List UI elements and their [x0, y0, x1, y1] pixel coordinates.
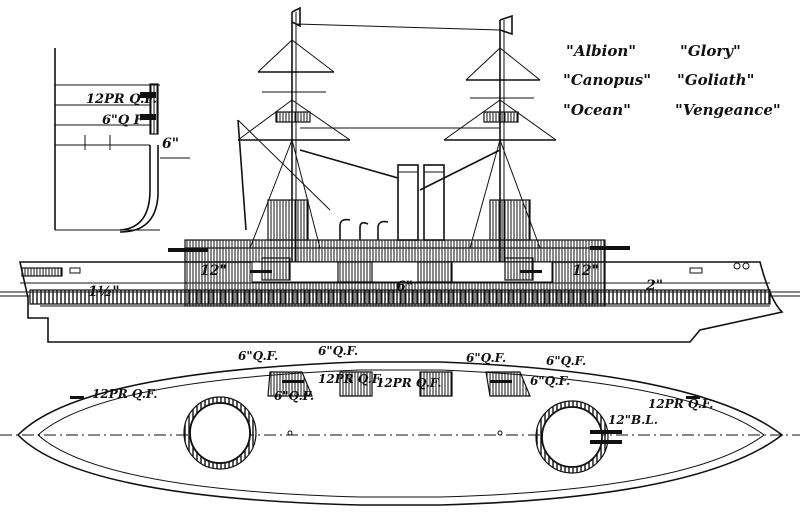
plan-12pr-mid-label: 12PR Q.F.: [318, 372, 383, 386]
plan-6in-qf-5: 6"Q.F.: [546, 354, 586, 368]
ship-name-vengeance: "Vengeance": [675, 101, 781, 119]
profile-bow-deck-label: 1½": [88, 284, 120, 300]
ship-name-goliath: "Goliath": [677, 71, 754, 89]
plan-12in-bl-label: 12"B.L.: [608, 413, 658, 427]
ship-names: "Albion" "Glory" "Canopus" "Goliath" "Oc…: [563, 42, 781, 119]
profile-belt-aft-label: 12": [572, 263, 599, 279]
profile-belt-fore-label: 12": [200, 263, 227, 279]
ship-name-canopus: "Canopus": [563, 71, 651, 89]
profile-belt-mid-label: 6": [396, 279, 413, 295]
inset-armor-label: 6": [162, 136, 179, 152]
plan-aft-12pr-label: 12PR Q.F.: [648, 397, 713, 411]
inset-6in-qf-label: 6"Q F: [102, 113, 144, 128]
plan-6in-qf-4: 6"Q.F.: [466, 351, 506, 365]
plan-6in-qf-6: 6"Q.F.: [530, 374, 570, 388]
plan-6in-qf-3: 6"Q.F.: [274, 389, 314, 403]
ship-name-glory: "Glory": [680, 42, 741, 60]
plan-12pr-center-label: 12PR Q.F.: [376, 376, 441, 390]
profile-stern-deck-label: 2": [645, 278, 663, 294]
plan-6in-qf-2: 6"Q.F.: [318, 344, 358, 358]
ship-name-albion: "Albion": [566, 42, 636, 60]
plan-fwd-12pr-label: 12PR Q.F.: [92, 387, 157, 401]
plan-6in-qf-1: 6"Q.F.: [238, 349, 278, 363]
ship-plan: 12PR Q.F. 6"Q.F. 6"Q.F. 6"Q.F. 12PR Q.F.…: [0, 344, 800, 506]
ship-name-ocean: "Ocean": [563, 101, 631, 119]
armor-section-inset: 12PR Q.F. 6"Q F 6": [54, 48, 190, 233]
ship-profile: 1½" 12" 6" 12" 2": [0, 6, 800, 343]
inset-12pr-label: 12PR Q.F.: [86, 92, 157, 107]
